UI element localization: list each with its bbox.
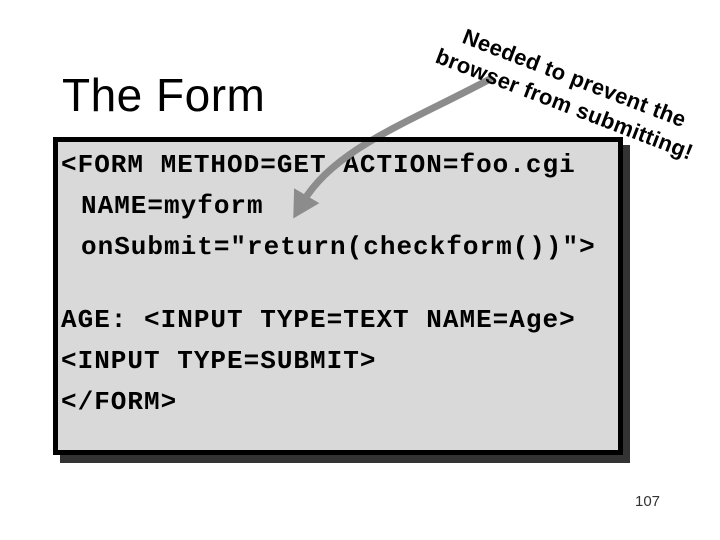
code-line-submit-input: <INPUT TYPE=SUBMIT> xyxy=(61,346,377,376)
code-line-name-attr: NAME=myform xyxy=(81,191,264,221)
page-number: 107 xyxy=(635,493,661,510)
code-line-age-input: AGE: <INPUT TYPE=TEXT NAME=Age> xyxy=(61,305,576,335)
code-line-form-close: </FORM> xyxy=(61,387,178,417)
page-title: The Form xyxy=(62,69,266,121)
code-line-form-open: <FORM METHOD=GET ACTION=foo.cgi xyxy=(61,150,576,180)
code-box: <FORM METHOD=GET ACTION=foo.cgi NAME=myf… xyxy=(53,137,623,455)
code-line-onsubmit-attr: onSubmit="return(checkform())"> xyxy=(81,232,596,262)
